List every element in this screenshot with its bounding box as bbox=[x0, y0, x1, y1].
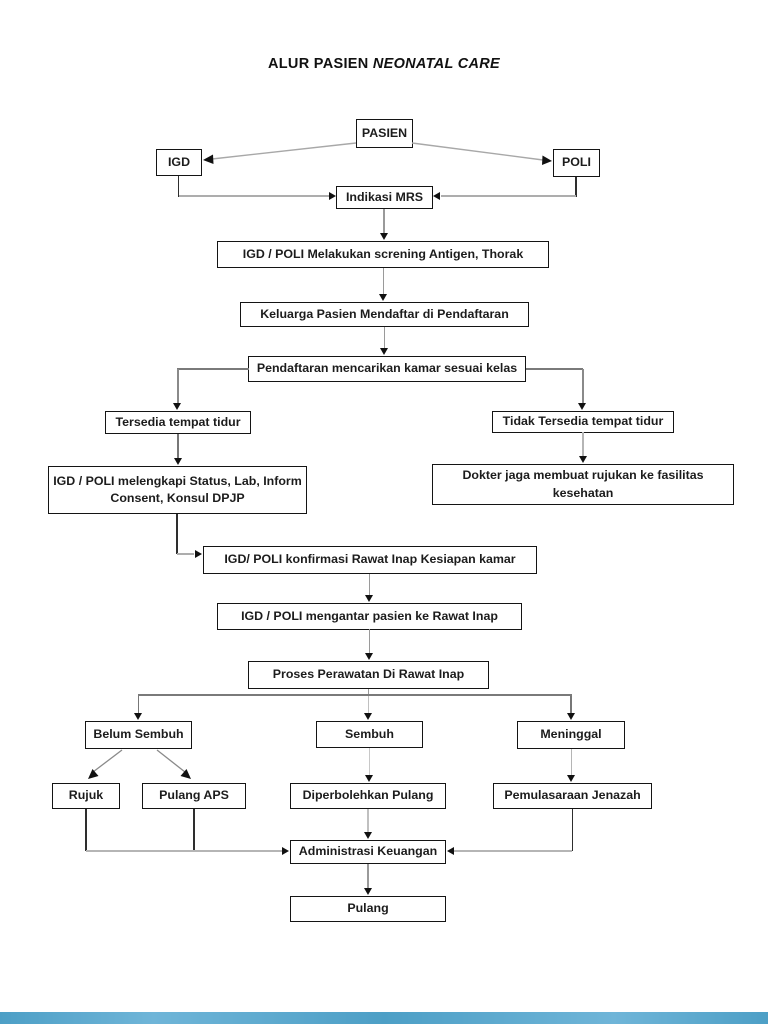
arrowhead-pulang-aps bbox=[180, 769, 191, 779]
arrowhead-belum-sembuh bbox=[134, 713, 143, 720]
connector-daftar-kamar bbox=[383, 327, 386, 350]
node-pulang: Pulang bbox=[290, 896, 446, 922]
arrowhead-perawatan bbox=[365, 653, 373, 660]
connector-kamar-left bbox=[177, 367, 249, 370]
connector-belum-rujuk bbox=[92, 749, 123, 773]
node-igd: IGD bbox=[156, 149, 202, 176]
node-mengantar: IGD / POLI mengantar pasien ke Rawat Ina… bbox=[217, 603, 522, 630]
arrowhead-mengantar bbox=[365, 595, 373, 602]
node-meninggal: Meninggal bbox=[517, 721, 625, 749]
connector-belum-aps bbox=[156, 749, 186, 773]
node-rujuk: Rujuk bbox=[52, 783, 120, 809]
connector-to-belum-sembuh bbox=[137, 696, 140, 715]
arrowhead-poli bbox=[542, 155, 552, 165]
connector-outcomes-bus bbox=[138, 694, 572, 697]
arrowhead-rujukan bbox=[578, 456, 587, 463]
node-konfirmasi: IGD/ POLI konfirmasi Rawat Inap Kesiapan… bbox=[203, 546, 537, 574]
arrowhead-pemulasaraan bbox=[567, 775, 575, 782]
node-poli: POLI bbox=[553, 149, 600, 177]
connector-rujuk-down bbox=[85, 809, 87, 851]
arrowhead-into-indikasi-left bbox=[329, 191, 336, 200]
arrowhead-melengkapi bbox=[173, 458, 182, 465]
arrowhead-tidak-tersedia bbox=[578, 403, 587, 410]
page-title: ALUR PASIEN NEONATAL CARE bbox=[0, 56, 768, 72]
connector-poli-indikasi bbox=[441, 195, 576, 197]
connector-screening-daftar bbox=[382, 268, 385, 295]
node-sembuh: Sembuh bbox=[316, 721, 423, 748]
connector-konfirmasi-mengantar bbox=[368, 574, 371, 597]
arrowhead-diperbolehkan bbox=[365, 775, 373, 782]
arrowhead-administrasi-top bbox=[363, 832, 372, 839]
connector-right-to-administrasi bbox=[454, 850, 572, 852]
arrowhead-into-indikasi-right bbox=[433, 191, 440, 200]
connector-meninggal-pemulasaraan bbox=[570, 749, 573, 777]
connector-mengantar-perawatan bbox=[368, 629, 371, 655]
connector-administrasi-pulang bbox=[367, 864, 369, 890]
node-perawatan: Proses Perawatan Di Rawat Inap bbox=[248, 661, 489, 689]
arrowhead-kamar bbox=[379, 348, 388, 355]
arrowhead-igd bbox=[203, 154, 214, 164]
node-pulang-aps: Pulang APS bbox=[142, 783, 246, 809]
page-title-italic: NEONATAL CARE bbox=[372, 56, 500, 72]
connector-pasien-poli bbox=[411, 142, 544, 161]
connector-sembuh-diperbolehkan bbox=[368, 748, 371, 777]
connector-to-sembuh bbox=[367, 696, 370, 715]
node-pemulasaraan: Pemulasaraan Jenazah bbox=[493, 783, 652, 809]
connector-left-to-administrasi bbox=[86, 850, 283, 852]
arrowhead-meninggal bbox=[566, 713, 575, 720]
node-melengkapi: IGD / POLI melengkapi Status, Lab, Infor… bbox=[48, 466, 307, 514]
connector-indikasi-screening bbox=[383, 209, 385, 234]
connector-aps-down bbox=[193, 809, 195, 851]
node-pendaftaran: Keluarga Pasien Mendaftar di Pendaftaran bbox=[240, 302, 529, 327]
connector-to-meninggal bbox=[570, 696, 572, 715]
arrowhead-konfirmasi bbox=[195, 549, 202, 558]
node-screening: IGD / POLI Melakukan screning Antigen, T… bbox=[217, 241, 549, 268]
footer-bar bbox=[0, 1012, 768, 1024]
connector-tersedia-melengkapi bbox=[177, 434, 179, 460]
connector-diperbolehkan-administrasi bbox=[367, 809, 369, 834]
node-belum-sembuh: Belum Sembuh bbox=[85, 721, 192, 749]
arrowhead-screening bbox=[379, 233, 388, 240]
connector-tidaktersedia-rujukan bbox=[582, 432, 584, 458]
connector-pasien-igd bbox=[211, 142, 357, 160]
node-rujukan-fasilitas: Dokter jaga membuat rujukan ke fasilitas… bbox=[432, 464, 734, 505]
connector-kamar-right bbox=[526, 367, 583, 370]
node-diperbolehkan-pulang: Diperbolehkan Pulang bbox=[290, 783, 446, 809]
node-tidak-tersedia: Tidak Tersedia tempat tidur bbox=[492, 411, 674, 433]
arrowhead-administrasi-left bbox=[282, 846, 289, 855]
connector-melengkapi-konfirmasi bbox=[177, 553, 194, 555]
arrowhead-daftar bbox=[378, 294, 387, 301]
connector-to-tidak-tersedia bbox=[581, 369, 584, 404]
connector-to-tersedia bbox=[176, 369, 179, 404]
connector-poli-down bbox=[575, 177, 577, 197]
arrowhead-pulang bbox=[363, 888, 372, 895]
connector-melengkapi-down bbox=[176, 514, 178, 554]
node-administrasi: Administrasi Keuangan bbox=[290, 840, 446, 864]
node-cari-kamar: Pendaftaran mencarikan kamar sesuai kela… bbox=[248, 356, 526, 382]
arrowhead-tersedia bbox=[173, 403, 182, 410]
connector-igd-indikasi bbox=[179, 195, 329, 197]
node-indikasi-mrs: Indikasi MRS bbox=[336, 186, 433, 209]
connector-igd-down bbox=[177, 176, 180, 197]
page-title-prefix: ALUR PASIEN bbox=[268, 56, 373, 72]
node-tersedia: Tersedia tempat tidur bbox=[105, 411, 251, 434]
arrowhead-sembuh bbox=[364, 713, 373, 720]
connector-perawatan-down bbox=[367, 689, 370, 696]
node-pasien: PASIEN bbox=[356, 119, 413, 148]
arrowhead-administrasi-right bbox=[447, 846, 454, 855]
arrowhead-rujuk bbox=[88, 769, 99, 779]
connector-pemulasaraan-down bbox=[571, 809, 574, 851]
